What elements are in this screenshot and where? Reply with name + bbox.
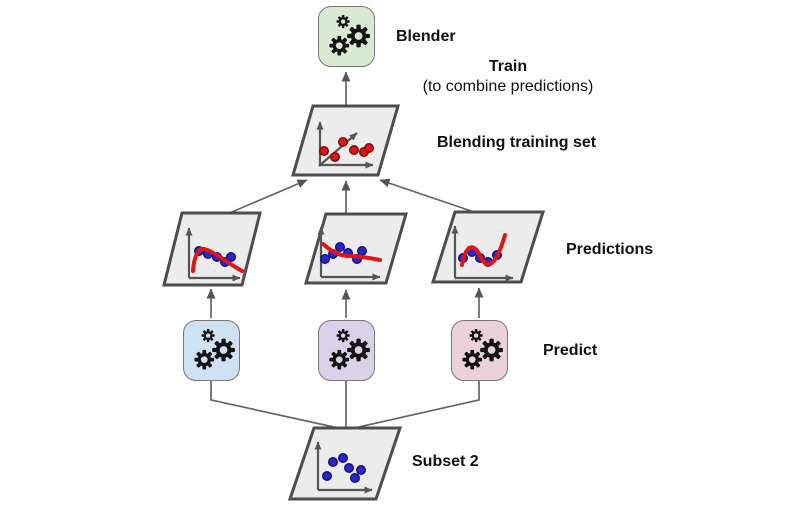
predictor-machine-1: [183, 320, 240, 381]
blending-training-set-label: Blending training set: [437, 134, 597, 151]
fitted-curve: [460, 233, 507, 267]
data-point: [338, 137, 349, 148]
subset-2-label: Subset 2: [412, 453, 479, 470]
predict-label: Predict: [543, 342, 598, 359]
blender-machine: [318, 6, 375, 67]
data-point: [322, 471, 333, 482]
fitted-curve: [321, 242, 382, 262]
gears-icon: [462, 328, 503, 370]
data-point: [320, 254, 331, 265]
prediction-scatter: [185, 227, 244, 282]
arrow-pred3-to-blendingset: [379, 178, 481, 215]
data-point: [357, 246, 368, 257]
prediction-plot-1: [162, 211, 262, 287]
trend-arrow: [318, 132, 358, 167]
predictions-label: Predictions: [566, 241, 654, 258]
data-point: [319, 146, 330, 157]
data-point: [338, 453, 349, 464]
predictor-machine-2: [318, 320, 375, 381]
subset-scatter: [314, 441, 373, 494]
data-point: [349, 473, 360, 484]
red-data-points: [319, 137, 374, 163]
parallelogram-shape: [430, 210, 546, 284]
prediction-plot-3: [430, 210, 546, 284]
scatter-plot: [316, 121, 374, 169]
prediction-plot-2: [304, 212, 408, 285]
data-point: [328, 457, 339, 468]
data-point: [225, 252, 236, 263]
data-point: [335, 242, 346, 253]
train-note: (to combine predictions): [422, 78, 594, 95]
fitted-curve: [191, 246, 244, 273]
predictor-machine-3: [451, 320, 508, 381]
blender-label: Blender: [396, 28, 456, 45]
parallelogram-shape: [304, 212, 408, 285]
train-label: Train (to combine predictions): [402, 57, 614, 97]
data-point: [330, 152, 341, 163]
train-title: Train: [488, 58, 528, 75]
gears-icon: [194, 328, 235, 370]
line-subset-to-machine3: [349, 381, 480, 430]
data-point: [349, 145, 360, 156]
arrow-pred1-to-blendingset: [219, 179, 308, 218]
data-point: [363, 143, 374, 154]
parallelogram-shape: [287, 426, 403, 501]
data-point: [344, 463, 355, 474]
data-point: [355, 465, 366, 476]
line-subset-to-machine1: [210, 381, 344, 430]
subset-2-node: [287, 426, 403, 501]
gears-icon: [329, 328, 370, 370]
parallelogram-shape: [162, 211, 262, 287]
gears-icon: [329, 14, 370, 56]
blending-training-set-node: [291, 104, 400, 177]
prediction-scatter: [451, 225, 514, 282]
prediction-scatter: [317, 226, 382, 281]
